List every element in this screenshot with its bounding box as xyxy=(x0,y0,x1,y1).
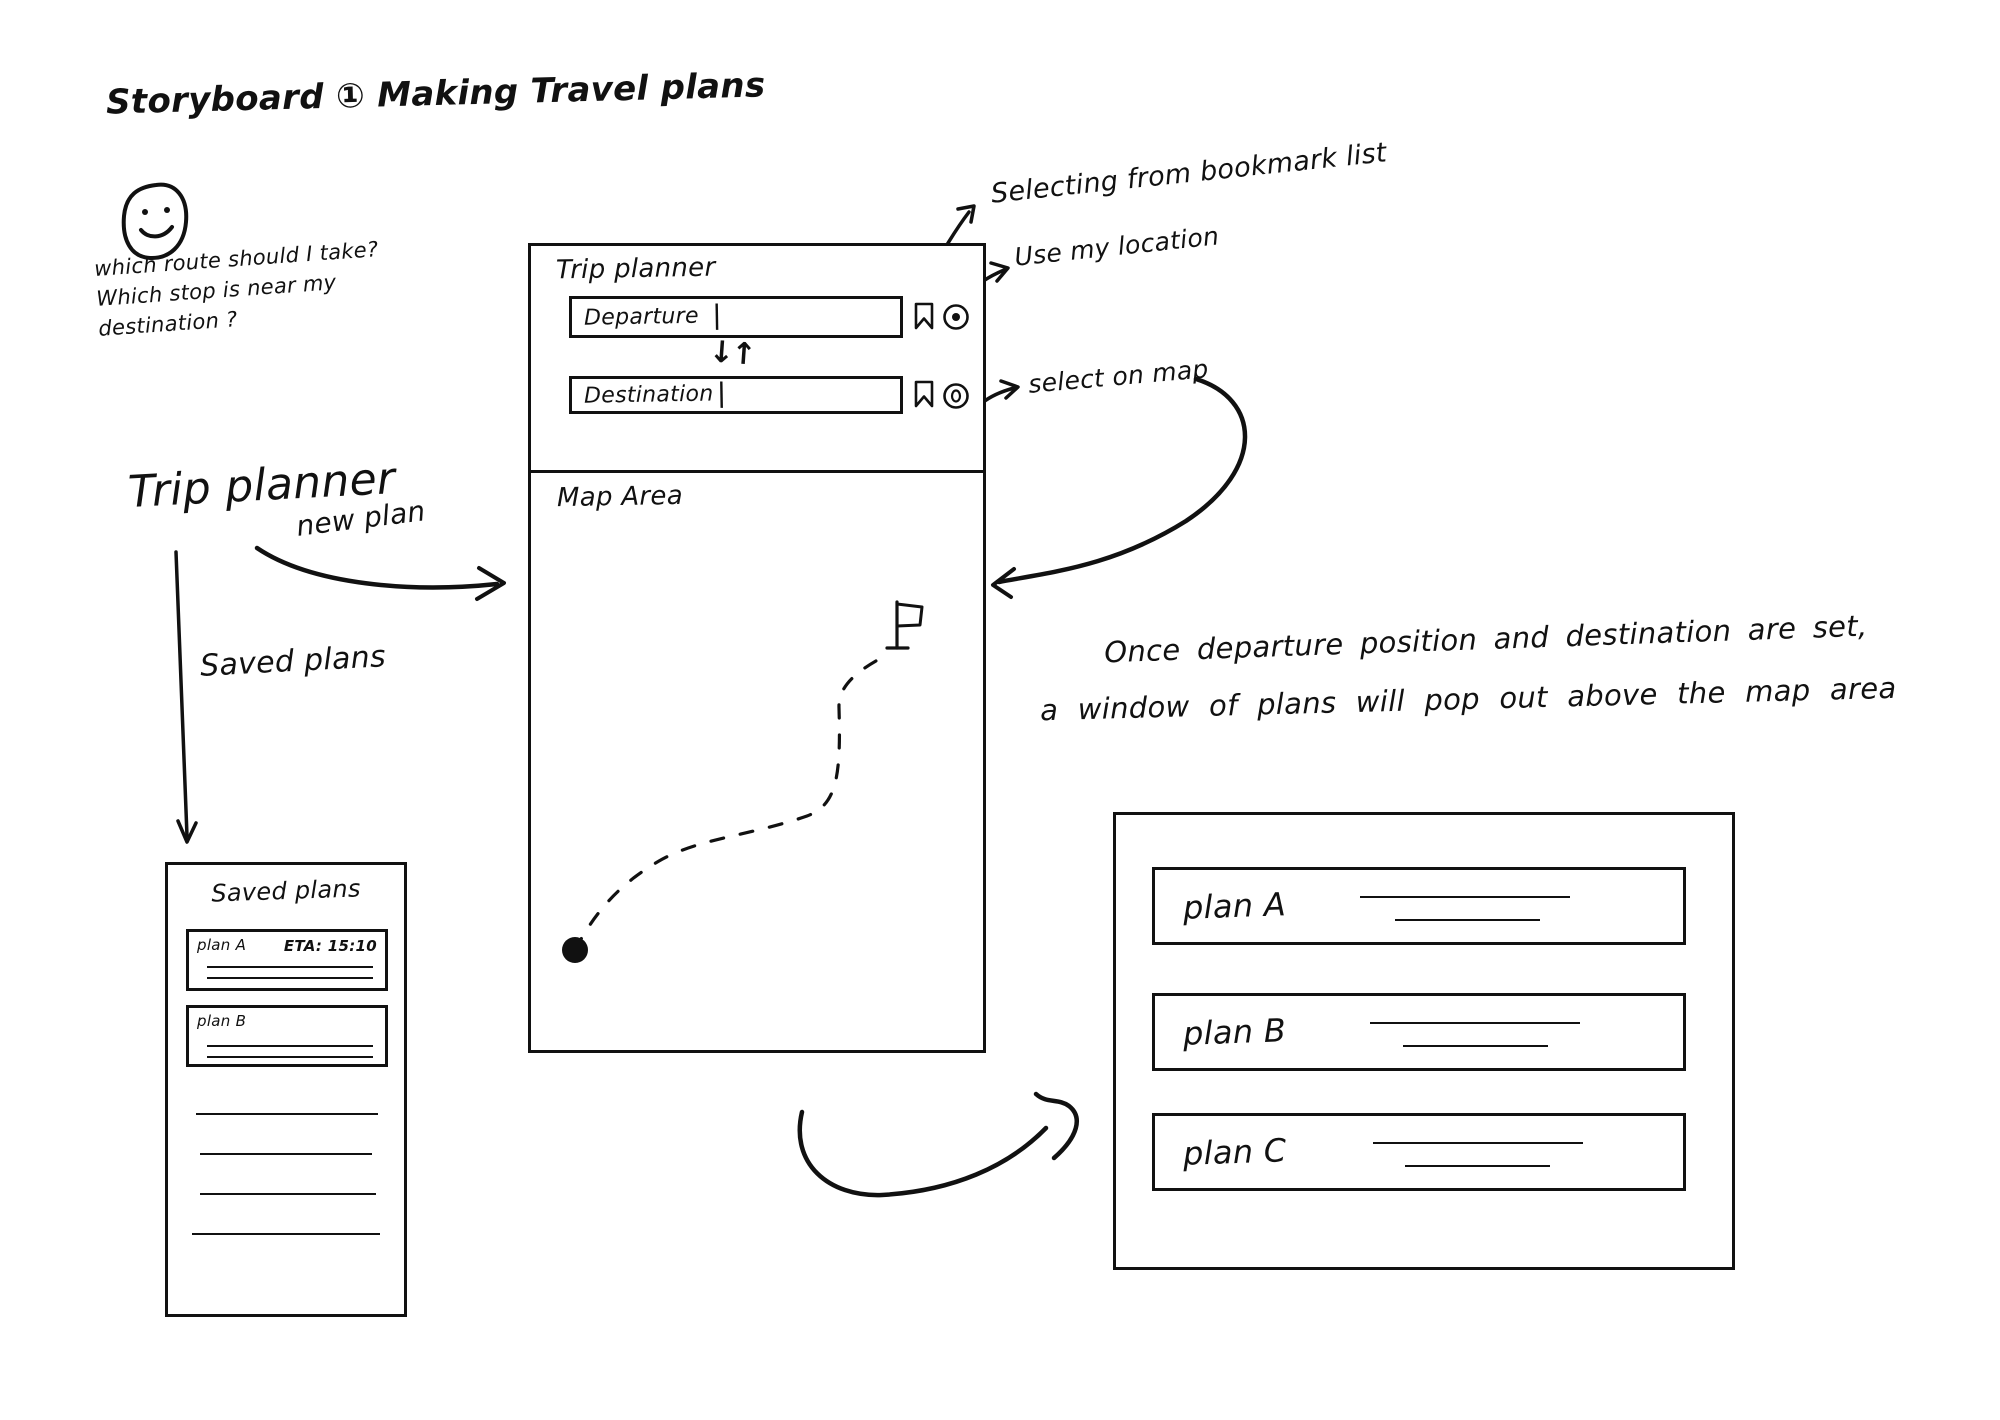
departure-input[interactable]: Departure | xyxy=(569,296,903,338)
placeholder-line xyxy=(1370,1022,1580,1024)
saved-plan-label: plan A xyxy=(197,936,247,954)
bookmark-icon[interactable] xyxy=(914,302,934,330)
select-on-map-icon[interactable] xyxy=(942,382,970,410)
plan-label: plan A xyxy=(1182,885,1287,927)
smiley-face-icon xyxy=(121,182,189,261)
destination-input[interactable]: Destination| xyxy=(569,376,903,414)
departure-value: Departure xyxy=(583,303,700,331)
popup-swoosh-arrow xyxy=(797,1091,1079,1198)
origin-dot-icon xyxy=(562,937,588,963)
placeholder-line xyxy=(1373,1142,1583,1144)
saved-plan-card-a[interactable]: plan A ETA: 15:10 xyxy=(186,929,388,991)
map-route-sketch xyxy=(562,600,924,963)
plans-popup-window: plan A plan B plan C xyxy=(1113,812,1735,1270)
placeholder-line xyxy=(1405,1165,1550,1167)
select-on-map-curve xyxy=(991,376,1248,599)
saved-plans-arrow xyxy=(174,550,198,844)
text-cursor: | xyxy=(717,378,727,409)
placeholder-line xyxy=(207,1045,373,1047)
placeholder-line xyxy=(207,966,373,968)
plan-card-b[interactable]: plan B xyxy=(1152,993,1686,1071)
saved-plans-panel: Saved plans plan A ETA: 15:10 plan B xyxy=(165,862,407,1317)
new-plan-arrow xyxy=(254,545,506,601)
plan-label: plan B xyxy=(1182,1011,1287,1053)
flag-pin-icon xyxy=(885,600,924,650)
plan-card-a[interactable]: plan A xyxy=(1152,867,1686,945)
saved-plan-label: plan B xyxy=(197,1012,247,1030)
saved-plan-eta: ETA: 15:10 xyxy=(283,937,377,955)
annotation-bookmark-list: Selecting from bookmark list xyxy=(989,137,1389,210)
placeholder-line xyxy=(200,1193,376,1195)
placeholder-line xyxy=(192,1233,380,1235)
use-my-location-icon[interactable] xyxy=(942,303,970,331)
saved-plans-title: Saved plans xyxy=(210,874,362,908)
placeholder-line xyxy=(200,1153,372,1155)
plan-label: plan C xyxy=(1182,1131,1288,1173)
bookmark-icon[interactable] xyxy=(914,380,934,408)
swap-arrows-icon[interactable]: ↓↑ xyxy=(707,334,755,373)
select-on-map-arrow xyxy=(980,379,1020,405)
saved-plan-card-b[interactable]: plan B xyxy=(186,1005,388,1067)
storyboard-title: Storyboard ① Making Travel plans xyxy=(105,65,766,123)
destination-value: Destination xyxy=(583,381,714,409)
planner-title: Trip planner xyxy=(555,252,716,286)
planner-divider xyxy=(528,470,986,473)
plan-card-c[interactable]: plan C xyxy=(1152,1113,1686,1191)
annotation-use-location: Use my location xyxy=(1013,221,1221,272)
placeholder-line xyxy=(1403,1045,1548,1047)
popup-note-line-2: a window of plans will pop out above the… xyxy=(1039,670,1897,728)
placeholder-line xyxy=(1395,919,1540,921)
placeholder-line xyxy=(1360,896,1570,898)
persona-questions: which route should I take? Which stop is… xyxy=(93,234,383,344)
popup-note-line-1: Once departure position and destination … xyxy=(1103,608,1868,670)
placeholder-line xyxy=(196,1113,378,1115)
flow-saved-plans-label: Saved plans xyxy=(199,639,387,684)
text-cursor: | xyxy=(712,300,722,331)
placeholder-line xyxy=(207,1056,373,1058)
trip-planner-window: Trip planner Departure| ↓↑ Destination| … xyxy=(528,243,986,1053)
placeholder-line xyxy=(207,977,373,979)
annotation-select-on-map: select on map xyxy=(1027,354,1210,399)
route-dashed-path xyxy=(573,652,891,952)
